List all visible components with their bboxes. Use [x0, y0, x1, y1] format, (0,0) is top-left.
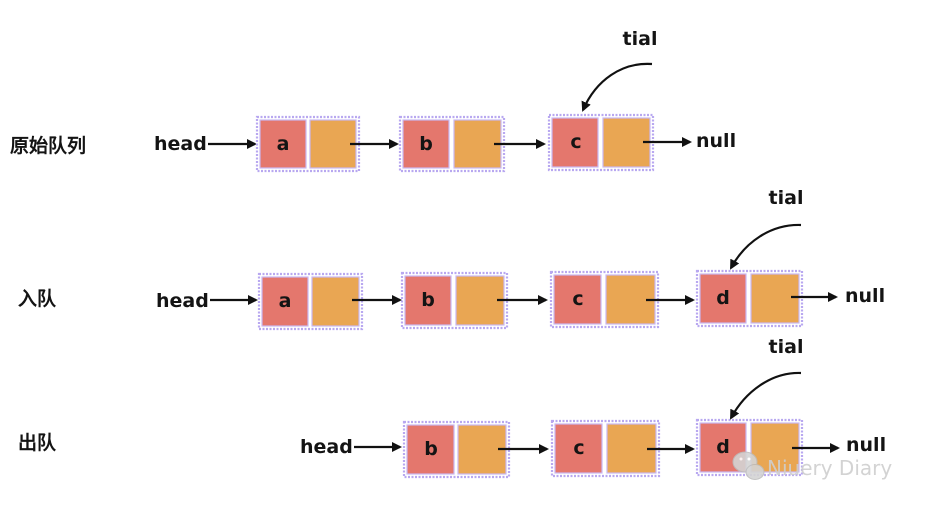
- row-dequeue: 出队 head b c d null tial: [18, 336, 886, 479]
- node-value: b: [424, 438, 438, 460]
- row-label: 原始队列: [10, 134, 86, 157]
- node-value: d: [716, 436, 730, 458]
- row-original: 原始队列 head a b c null tial: [10, 28, 736, 173]
- tail-label: tial: [769, 336, 804, 358]
- node-data-cell: [259, 119, 307, 169]
- node: a: [257, 272, 364, 331]
- null-label: null: [845, 285, 885, 307]
- wechat-icon: [732, 451, 765, 480]
- node-value: b: [419, 133, 433, 155]
- tail-pointer-arrow: [730, 223, 802, 270]
- node-next-cell: [750, 422, 800, 473]
- node-next-cell: [455, 275, 505, 326]
- node-next-cell: [453, 119, 502, 169]
- node: c: [547, 113, 655, 172]
- node-next-cell: [311, 276, 360, 327]
- node-next-cell: [750, 273, 800, 324]
- row-label: 出队: [18, 431, 57, 454]
- node-value: b: [421, 289, 435, 311]
- node-value: c: [573, 437, 584, 459]
- node-value: c: [572, 288, 583, 310]
- watermark-text: Niuery Diary: [767, 456, 892, 480]
- row-enqueue: 入队 head a b c d: [18, 187, 885, 331]
- null-label: null: [696, 130, 736, 152]
- node-next-cell: [309, 119, 357, 169]
- tail-label: tial: [769, 187, 804, 209]
- row-label: 入队: [18, 287, 57, 310]
- node-data-cell: [261, 276, 309, 327]
- watermark: Niuery Diary: [732, 451, 892, 480]
- node: b: [402, 420, 511, 479]
- node-data-cell: [404, 275, 452, 326]
- node-data-cell: [402, 119, 450, 169]
- node-value: c: [570, 131, 581, 153]
- head-label: head: [300, 436, 353, 458]
- node: d: [695, 269, 804, 328]
- node-data-cell: [699, 273, 747, 324]
- node-next-cell: [602, 117, 651, 168]
- node: d: [695, 418, 804, 477]
- node-data-cell: [553, 274, 602, 325]
- head-label: head: [154, 133, 207, 155]
- node-data-cell: [551, 117, 599, 168]
- head-label: head: [156, 290, 209, 312]
- node-value: a: [279, 290, 292, 312]
- node-data-cell: [406, 424, 455, 475]
- node-value: a: [277, 133, 290, 155]
- tail-pointer-arrow: [730, 371, 802, 420]
- node-value: d: [716, 287, 730, 309]
- node: b: [400, 271, 509, 330]
- tail-pointer-arrow: [581, 62, 653, 112]
- node-data-cell: [554, 423, 603, 474]
- node: c: [549, 270, 660, 329]
- node: a: [255, 115, 361, 173]
- node: c: [550, 419, 661, 478]
- node: b: [398, 115, 506, 173]
- null-label: null: [846, 434, 886, 456]
- tail-label: tial: [623, 28, 658, 50]
